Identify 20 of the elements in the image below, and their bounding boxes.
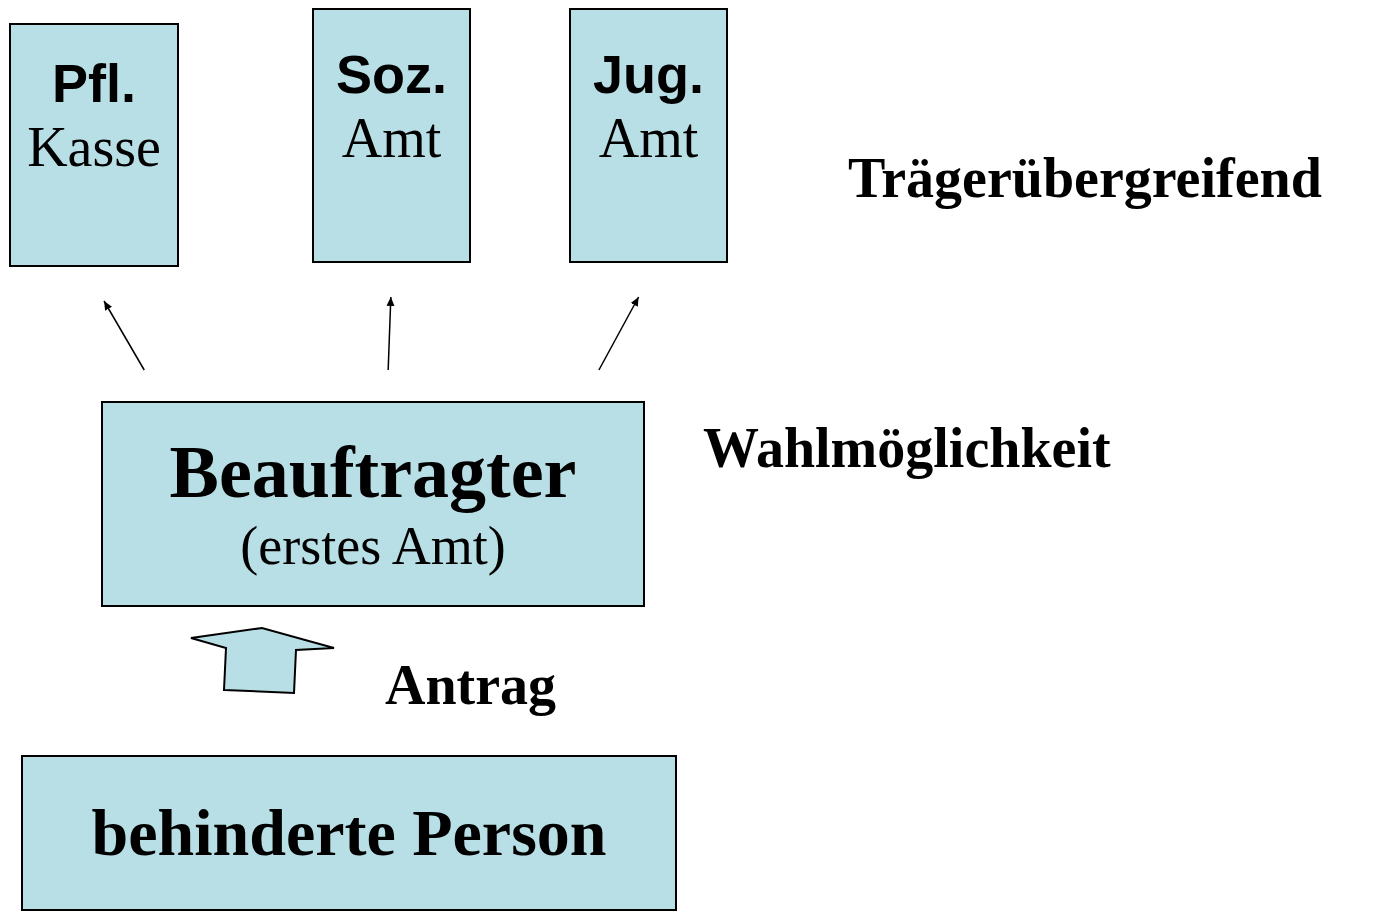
- process-box: [101, 401, 645, 607]
- subheading: Amt: [598, 105, 699, 170]
- arrow: [103, 300, 145, 371]
- subheading: (erstes Amt): [240, 515, 506, 578]
- heading: Soz.: [336, 42, 447, 106]
- annotation-label: Wahlmöglichkeit: [703, 416, 1111, 481]
- process-box: [312, 8, 471, 263]
- subheading: Kasse: [27, 115, 161, 179]
- process-box: [21, 755, 677, 911]
- subheading: Amt: [341, 105, 442, 170]
- annotation-label: Trägerübergreifend: [848, 146, 1322, 211]
- heading: Jug.: [593, 42, 704, 106]
- block-arrow: [190, 627, 335, 695]
- process-box: [9, 23, 179, 267]
- box-label: behinderte Person: [91, 795, 607, 871]
- arrow: [598, 296, 640, 371]
- process-box: [569, 8, 728, 263]
- heading: Beauftragter: [169, 430, 577, 514]
- arrow: [386, 296, 395, 371]
- heading: Pfl.: [52, 52, 136, 115]
